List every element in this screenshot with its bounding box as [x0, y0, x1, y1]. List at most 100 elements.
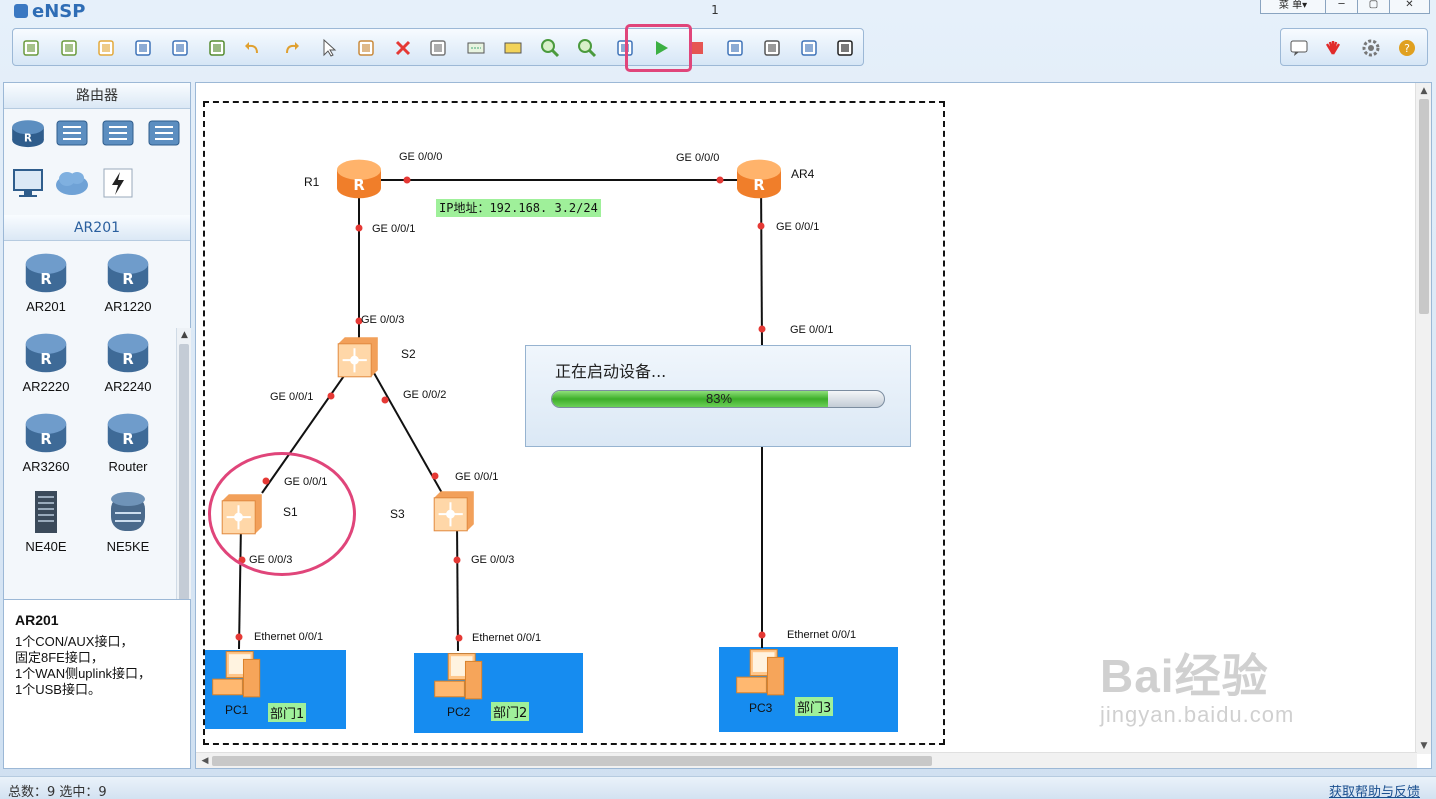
ip-address-label[interactable]: IP地址：192.168. 3.2/24: [436, 199, 601, 217]
link-s2-s3: [373, 372, 443, 494]
pc-2[interactable]: [432, 651, 486, 703]
select-icon[interactable]: [319, 38, 339, 58]
svg-text:R: R: [353, 177, 365, 194]
topology-icon[interactable]: [762, 38, 782, 58]
device-item-label: NE5KE: [106, 539, 150, 554]
menu-button[interactable]: 菜 单▾: [1260, 0, 1326, 14]
main-toolbar: [12, 28, 864, 66]
department-1-label[interactable]: 部门1: [268, 703, 307, 722]
canvas-vscroll-thumb[interactable]: [1419, 99, 1429, 314]
save-as-icon[interactable]: [170, 38, 190, 58]
scroll-thumb[interactable]: [179, 344, 189, 614]
port-label-ar4-ge000: GE 0/0/0: [676, 152, 720, 164]
device-name-pc3: PC3: [749, 701, 773, 715]
firewall-category-icon[interactable]: [146, 117, 184, 151]
svg-text:R: R: [24, 132, 32, 144]
settings-icon[interactable]: [1361, 38, 1381, 58]
svg-text:R: R: [40, 271, 52, 288]
wireless-category-icon[interactable]: [100, 117, 138, 151]
svg-text:R: R: [122, 351, 134, 368]
cloud-category-icon[interactable]: [54, 167, 92, 201]
topology-canvas[interactable]: R R IP地址：192.168. 3.2/24 GE 0/0/0 GE 0/0/…: [195, 82, 1432, 769]
device-item-ar1220[interactable]: R AR1220: [88, 249, 168, 325]
start-icon[interactable]: [651, 38, 671, 58]
maximize-button[interactable]: ▢: [1358, 0, 1390, 14]
drag-icon[interactable]: [356, 38, 376, 58]
capture-icon[interactable]: [725, 38, 745, 58]
open-icon[interactable]: [96, 38, 116, 58]
watermark-url: jingyan.baidu.com: [1100, 702, 1295, 727]
device-item-label: AR1220: [104, 299, 152, 314]
canvas-vertical-scrollbar[interactable]: ▲ ▼: [1415, 83, 1431, 754]
scroll-up-arrow-icon[interactable]: ▲: [181, 330, 188, 340]
pc-1[interactable]: [210, 649, 264, 701]
router-icon: R: [105, 249, 151, 295]
router-ar4[interactable]: R: [734, 155, 784, 201]
device-item-ne5ke[interactable]: NE5KE: [88, 489, 168, 565]
save-icon[interactable]: [133, 38, 153, 58]
scroll-down-arrow-icon[interactable]: ▼: [1420, 741, 1428, 751]
port-label-s3-ge001: GE 0/0/1: [455, 471, 499, 483]
text-icon[interactable]: [466, 38, 486, 58]
port-label-pc3-eth: Ethernet 0/0/1: [787, 629, 857, 641]
print-icon[interactable]: [207, 38, 227, 58]
redo-icon[interactable]: [281, 38, 301, 58]
switch-s2[interactable]: [336, 335, 380, 379]
device-list-header: AR201: [4, 215, 190, 241]
device-info-panel: AR201 1个CON/AUX接口， 固定8FE接口， 1个WAN侧uplink…: [3, 599, 191, 769]
delete-icon[interactable]: [393, 38, 413, 58]
startup-progress-dialog: 正在启动设备... 83%: [525, 345, 911, 447]
progress-percent: 83%: [705, 391, 733, 406]
switch-icon: [432, 489, 476, 537]
console-icon[interactable]: [835, 38, 855, 58]
pc-category-icon[interactable]: [10, 167, 48, 201]
topology-area-border: [203, 101, 945, 745]
close-button[interactable]: ✕: [1390, 0, 1430, 14]
new-example-icon[interactable]: [59, 38, 79, 58]
department-3-label[interactable]: 部门3: [795, 697, 834, 716]
info-line: 1个USB接口。: [15, 682, 101, 697]
rect-icon[interactable]: [503, 38, 523, 58]
window-title: 1: [711, 3, 719, 17]
port-label-s2-ge003: GE 0/0/3: [361, 314, 405, 326]
router-icon: R: [734, 155, 784, 205]
switch-s3[interactable]: [432, 489, 476, 533]
huawei-icon[interactable]: [1323, 38, 1343, 58]
new-topology-icon[interactable]: [21, 38, 41, 58]
undo-icon[interactable]: [243, 38, 263, 58]
link-ar4-upper: [760, 179, 763, 346]
port-dot: [235, 633, 243, 641]
zoom-in-icon[interactable]: [540, 38, 560, 58]
canvas-horizontal-scrollbar[interactable]: ◀: [196, 752, 1417, 768]
connection-category-icon[interactable]: [100, 167, 138, 201]
scroll-left-arrow-icon[interactable]: ◀: [201, 756, 209, 766]
port-label-r1-ge000: GE 0/0/0: [399, 151, 443, 163]
svg-text:?: ?: [1404, 42, 1410, 55]
delete-link-icon[interactable]: [428, 38, 448, 58]
baidu-watermark: Bai经验 jingyan.baidu.com: [1100, 640, 1294, 728]
router-category-icon[interactable]: R: [10, 117, 48, 151]
scroll-up-arrow-icon[interactable]: ▲: [1420, 86, 1428, 96]
department-2-label[interactable]: 部门2: [491, 702, 530, 721]
device-item-ne40e[interactable]: NE40E: [6, 489, 86, 565]
chat-icon[interactable]: [1289, 38, 1309, 58]
stop-icon[interactable]: [687, 38, 707, 58]
zoom-out-icon[interactable]: [577, 38, 597, 58]
pc-3[interactable]: [734, 647, 788, 699]
canvas-hscroll-thumb[interactable]: [212, 756, 932, 766]
router-r1[interactable]: R: [334, 155, 384, 201]
port-label-r1-ge001: GE 0/0/1: [372, 223, 416, 235]
title-bar: eNSP 1 菜 单▾ ─ ▢ ✕: [0, 0, 1436, 24]
grid-icon[interactable]: [799, 38, 819, 58]
pc-icon: [734, 647, 788, 703]
switch-category-icon[interactable]: [54, 117, 92, 151]
help-feedback-link[interactable]: 获取帮助与反馈: [1328, 785, 1420, 799]
help-icon[interactable]: ?: [1397, 38, 1417, 58]
minimize-button[interactable]: ─: [1326, 0, 1358, 14]
